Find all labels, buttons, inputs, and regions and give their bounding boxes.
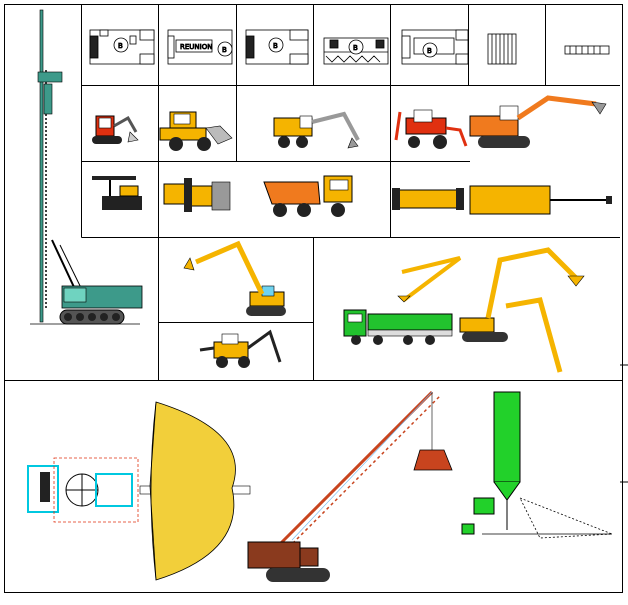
- plan-marker: B: [273, 42, 278, 50]
- clamshell-excavator-icon: [459, 247, 585, 373]
- floor-plan-4: B: [323, 37, 389, 65]
- rebar-block: [564, 45, 610, 55]
- wheel-loader-front-icon: [163, 178, 231, 212]
- floor-plan-1: B: [89, 29, 155, 65]
- grab-arm-icon: [397, 256, 462, 303]
- crawler-top-icon: [392, 185, 612, 215]
- floor-plan-2: REUNION B: [167, 29, 233, 65]
- crawler-crane-icon: [247, 390, 453, 582]
- long-reach-excavator-icon: [183, 240, 286, 316]
- wheel-loader-icon: [159, 111, 233, 151]
- plan-marker: B: [353, 44, 358, 52]
- plan-marker: B: [222, 46, 227, 54]
- sheet-grid: [4, 4, 628, 593]
- crawler-excavator-icon: [469, 95, 607, 148]
- plan-label: REUNION: [180, 43, 212, 51]
- plan-marker: B: [427, 47, 432, 55]
- floor-plan-5: B: [401, 29, 469, 65]
- mini-excavator-icon: [92, 115, 139, 144]
- loading-truck-icon: [343, 309, 453, 345]
- dump-truck-icon: [263, 175, 353, 217]
- pile-driving-rig-icon: [30, 9, 143, 325]
- formwork-block: [487, 33, 517, 65]
- backhoe-loader-icon: [394, 109, 468, 149]
- floor-plan-3: B: [245, 29, 309, 65]
- drill-rig-icon: [92, 176, 142, 210]
- wheeled-excavator-icon: [273, 111, 360, 149]
- sand-spread-icon: [149, 401, 236, 581]
- plan-marker: B: [118, 42, 123, 50]
- loader-backhoe-icon: [199, 329, 282, 368]
- silo-plant-icon: [461, 391, 613, 539]
